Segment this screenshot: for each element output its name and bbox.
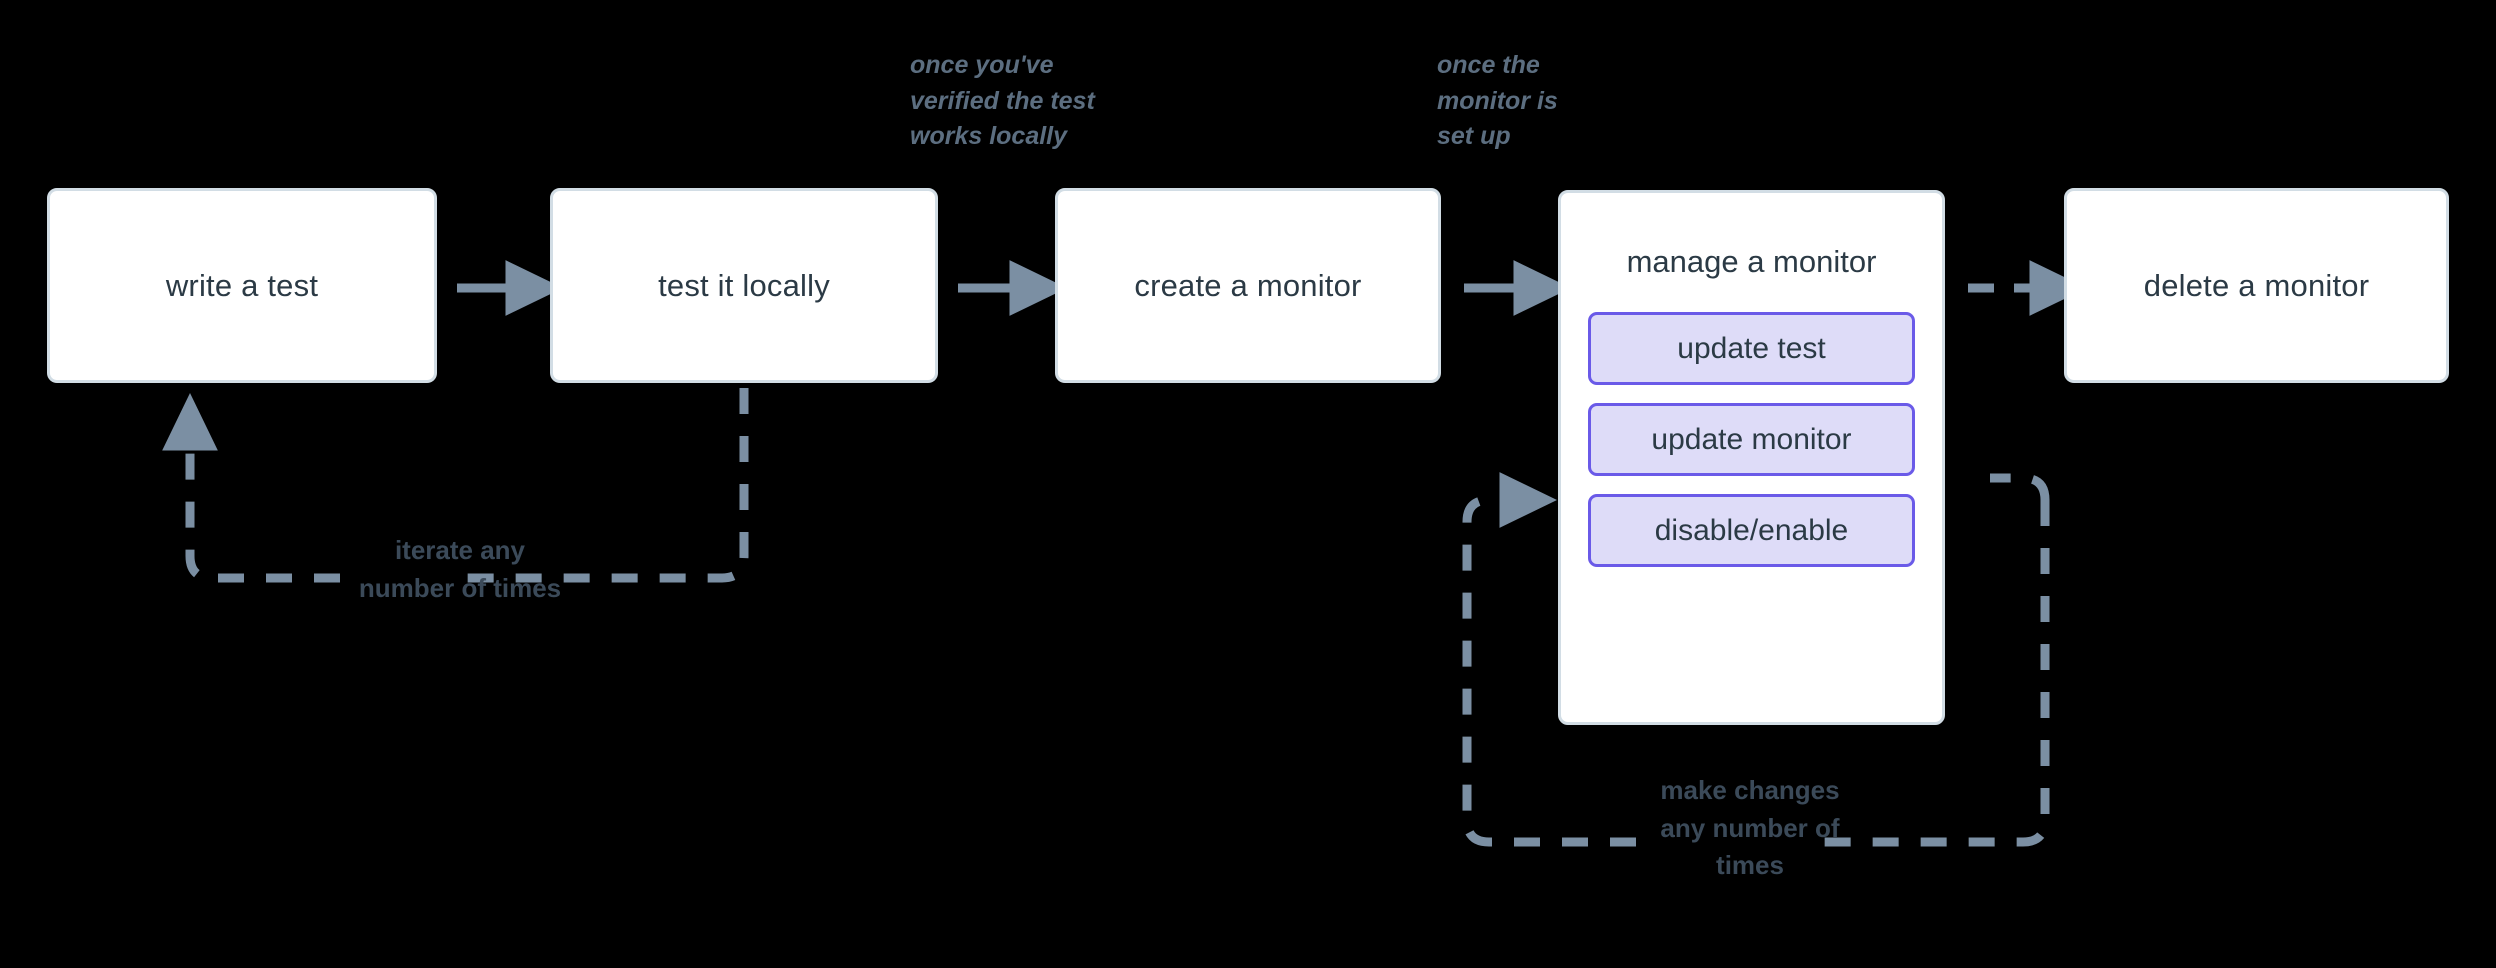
note-once-monitor-set-up: once the monitor is set up [1437,51,1558,150]
node-create-a-monitor[interactable]: create a monitor [1055,188,1441,383]
sub-node-label-update-monitor: update monitor [1651,422,1852,456]
node-label-create-a-monitor: create a monitor [1134,267,1362,303]
note-once-verified: once you've verified the test works loca… [910,51,1095,150]
node-label-write-a-test: write a test [165,267,319,303]
sub-node-label-update-test: update test [1677,331,1826,365]
sub-node-update-test[interactable]: update test [1588,312,1915,386]
sub-node-disable-enable[interactable]: disable/enable [1588,494,1915,568]
loop-label-iterate-any-number-of-times: iterate any number of times [358,535,562,603]
node-test-it-locally[interactable]: test it locally [550,188,938,383]
manage-sub-node-list: update test update monitor disable/enabl… [1561,312,1942,589]
sub-node-update-monitor[interactable]: update monitor [1588,403,1915,477]
node-delete-a-monitor[interactable]: delete a monitor [2064,188,2449,383]
sub-node-label-disable-enable: disable/enable [1654,513,1849,547]
node-label-manage-a-monitor: manage a monitor [1626,244,1877,279]
node-label-test-it-locally: test it locally [658,267,830,303]
node-write-a-test[interactable]: write a test [47,188,437,383]
loop-label-make-changes-any-number-of-times: make changes any number of times [1660,775,1840,881]
node-label-delete-a-monitor: delete a monitor [2143,267,2370,303]
node-manage-a-monitor[interactable]: manage a monitor update test update moni… [1558,190,1945,725]
